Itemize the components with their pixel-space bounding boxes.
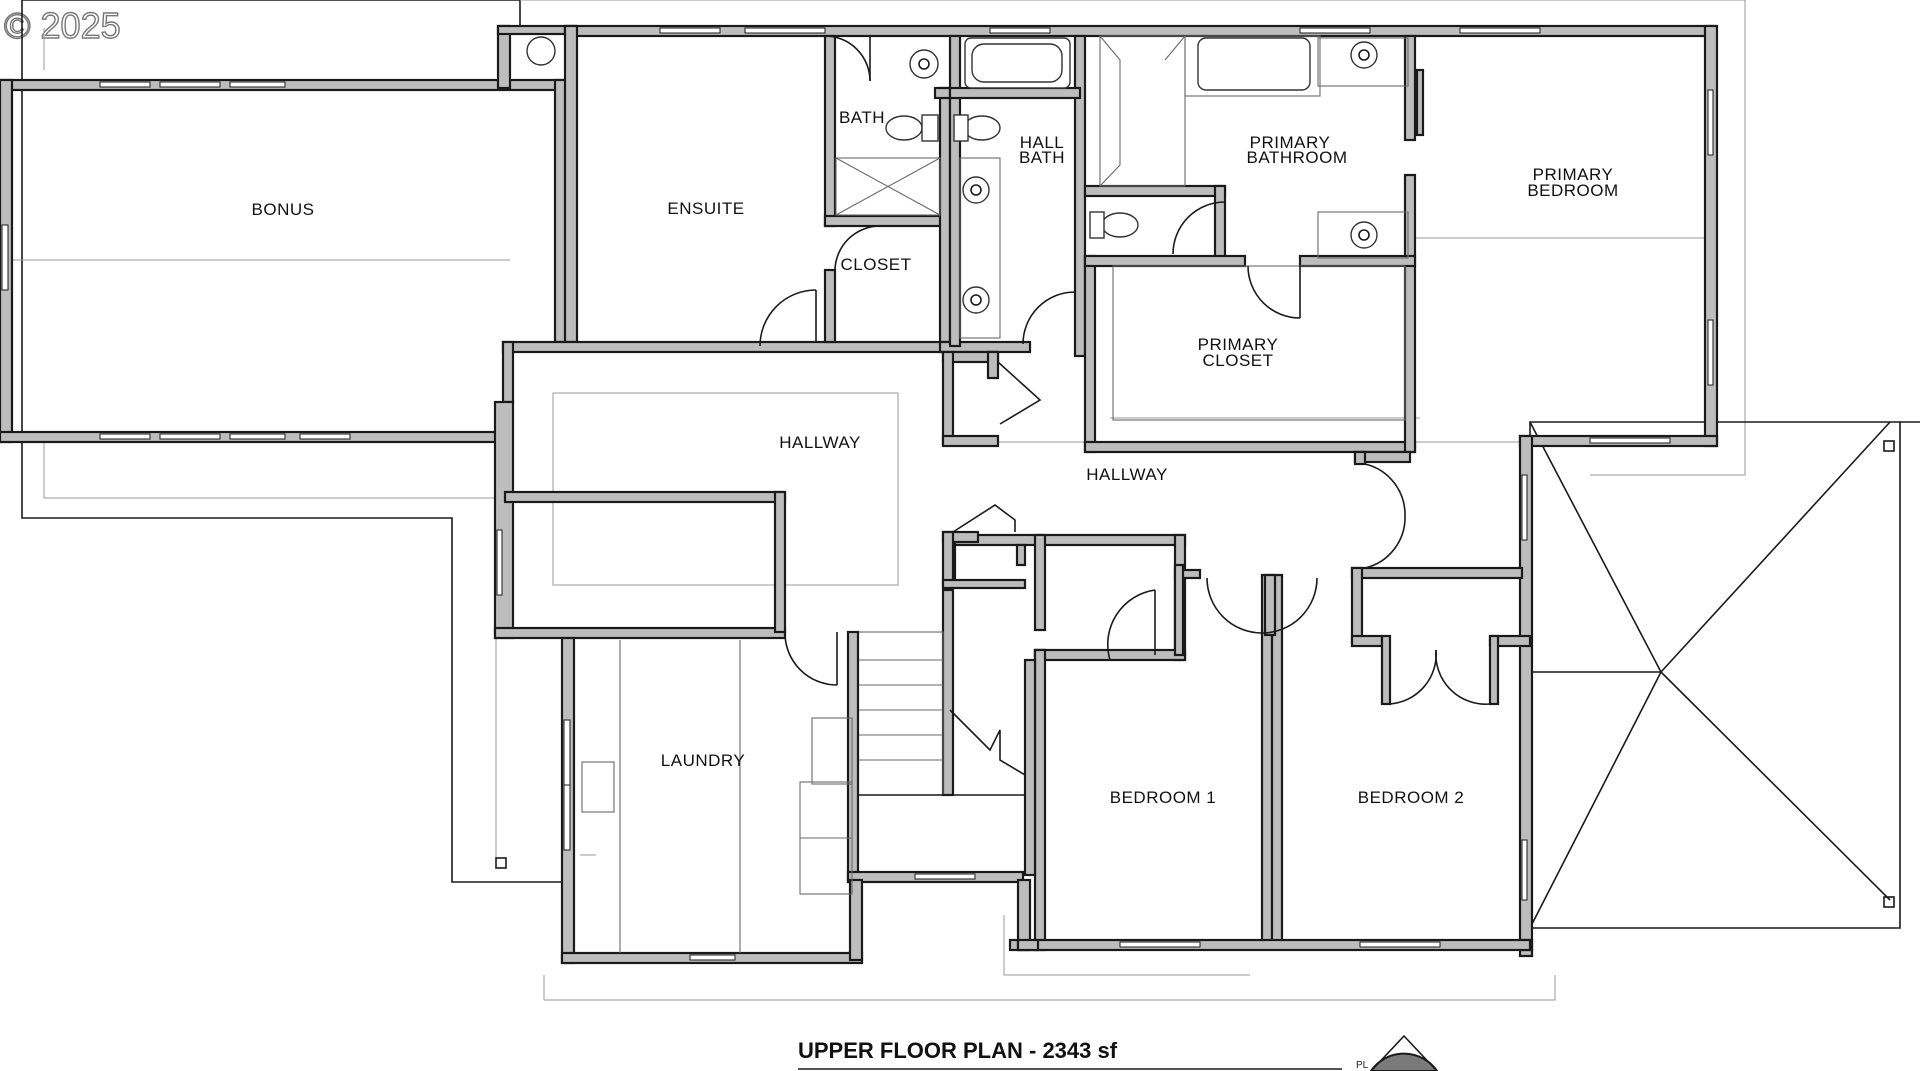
primary-suite-walls (1083, 34, 1425, 454)
toilet-icon (963, 115, 1001, 141)
toilet-icon (885, 115, 923, 141)
room-label-laundry: LAUNDRY (661, 751, 745, 770)
sink-icon (1350, 221, 1378, 249)
room-label-primary-bedroom-1: PRIMARY (1533, 165, 1614, 184)
plan-title: UPPER FLOOR PLAN - 2343 sf (798, 1038, 1118, 1063)
bedroom-walls (943, 533, 1532, 952)
sink-icon (1350, 41, 1378, 69)
room-labels: BONUS ENSUITE BATH CLOSET HALL BATH PRIM… (252, 108, 1619, 807)
room-label-hallway-west: HALLWAY (779, 433, 861, 452)
room-label-hall-bath-2: BATH (1019, 148, 1065, 167)
north-arrow-icon: PL (1356, 1034, 1439, 1071)
room-label-bedroom-2: BEDROOM 2 (1358, 788, 1465, 807)
sink-icon (909, 49, 939, 79)
bonus-room-walls (0, 24, 578, 444)
room-label-hallway-east: HALLWAY (1086, 465, 1168, 484)
room-label-ensuite: ENSUITE (667, 199, 744, 218)
upper-walls (493, 24, 1719, 958)
plumbing-fixtures (526, 36, 1378, 314)
hall-bath-walls (941, 34, 1087, 448)
reference-lines (12, 237, 1710, 856)
toilet-icon (1101, 212, 1139, 238)
room-label-bedroom-1: BEDROOM 1 (1110, 788, 1217, 807)
laundry-walls (560, 636, 1040, 965)
room-label-bath: BATH (839, 108, 885, 127)
room-label-primary-closet-2: CLOSET (1202, 351, 1273, 370)
room-label-hall-bath-1: HALL (1020, 133, 1065, 152)
sink-icon (962, 176, 990, 204)
sink-icon (962, 286, 990, 314)
room-label-bonus: BONUS (252, 200, 315, 219)
room-label-primary-bathroom-2: BATHROOM (1247, 148, 1348, 167)
roof-outline (21, 0, 1920, 1001)
copyright-watermark: © 2025 (4, 5, 121, 46)
water-heater-icon (526, 36, 556, 66)
room-label-primary-bedroom-2: BEDROOM (1527, 181, 1618, 200)
room-label-primary-closet-1: PRIMARY (1198, 335, 1279, 354)
hall-doors (1353, 450, 1412, 569)
room-label-closet: CLOSET (840, 255, 911, 274)
room-label-primary-bathroom-1: PRIMARY (1250, 133, 1331, 152)
stair-and-linen (784, 504, 1037, 884)
north-arrow-label: PL (1356, 1060, 1369, 1071)
